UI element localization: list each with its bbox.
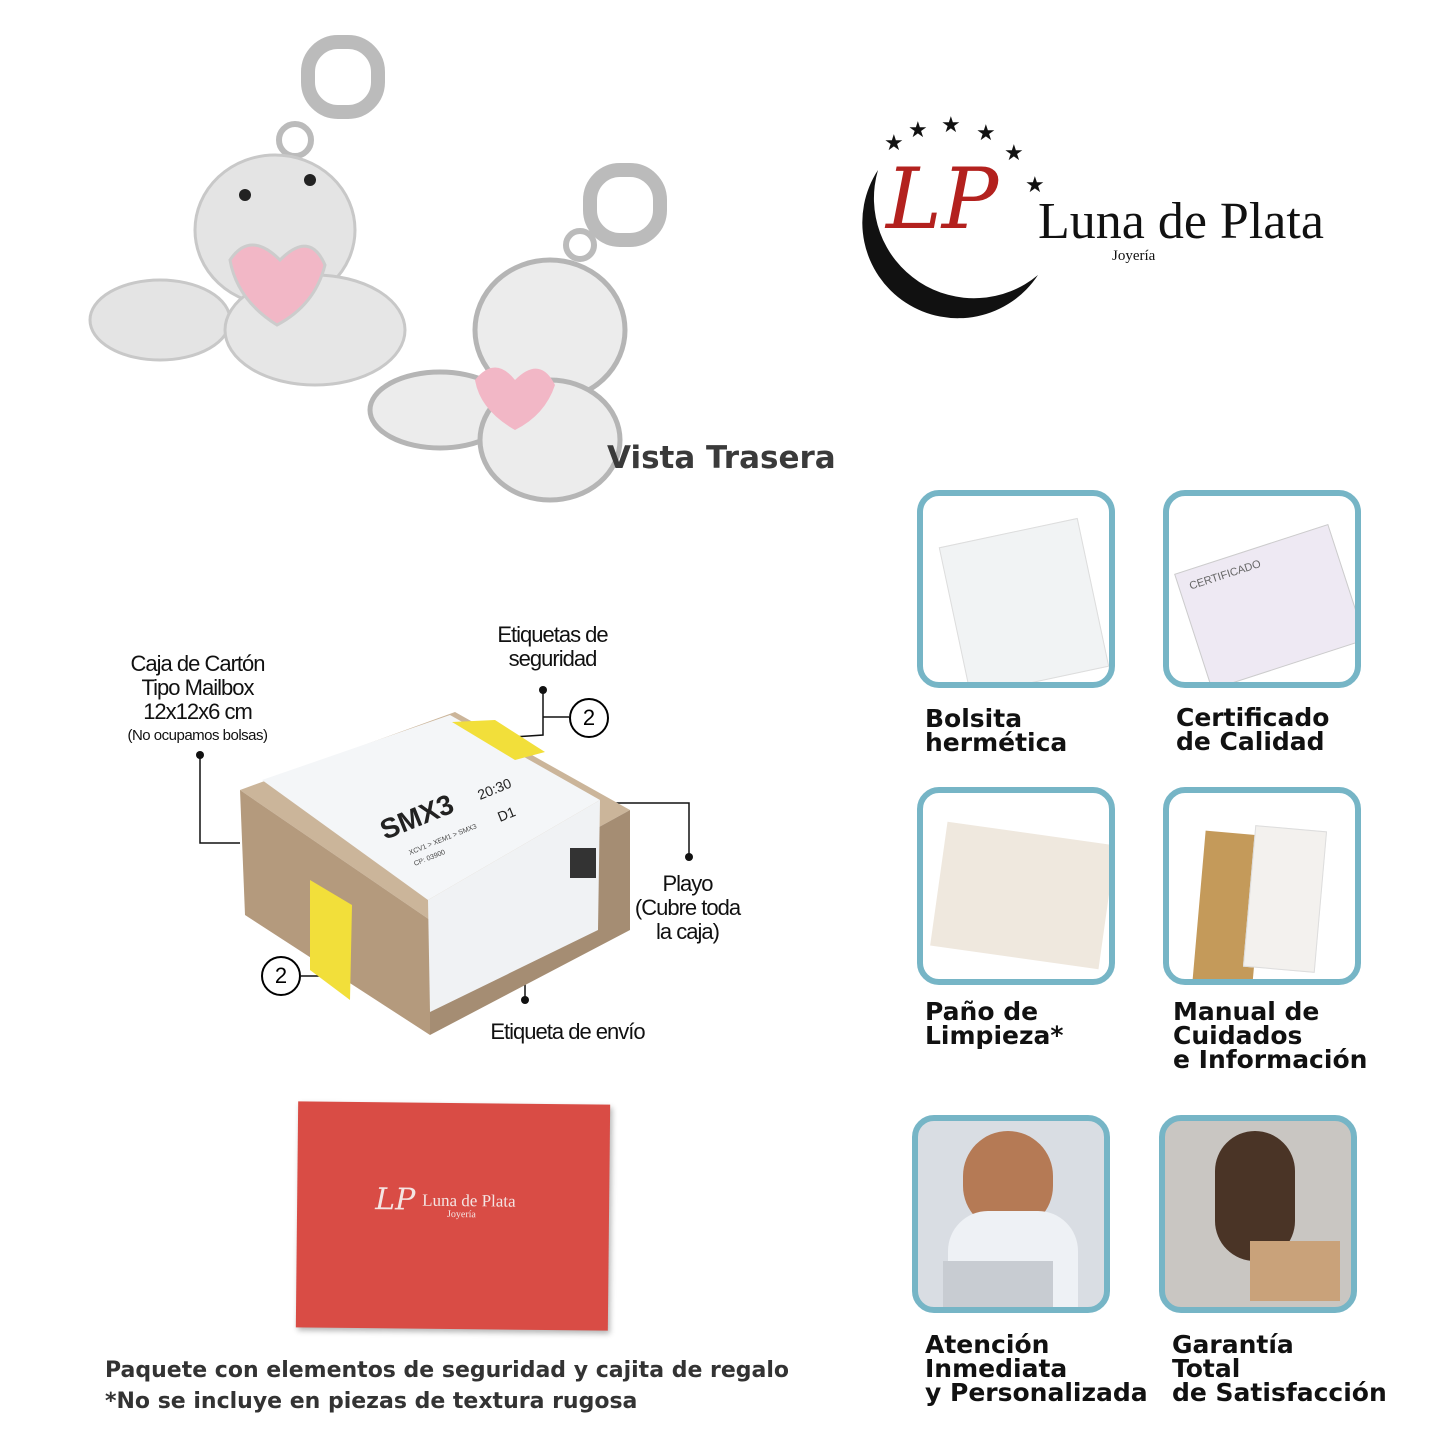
feature-label: Paño de Limpieza* [925, 997, 1064, 1050]
logo-monogram: LP [886, 150, 999, 248]
cloth-icon [930, 821, 1109, 970]
footer-note: *No se incluye en piezas de textura rugo… [105, 1389, 638, 1414]
footer-line: Paquete con elementos de seguridad y caj… [105, 1358, 790, 1383]
feature-label: Atención Inmediata y Personalizada [925, 1330, 1148, 1407]
shipping-label-callout: Etiqueta de envío [490, 1019, 645, 1044]
feature-tile-cloth [917, 787, 1115, 985]
svg-text:★: ★ [1004, 140, 1024, 165]
manual-page [1242, 825, 1328, 973]
wrap-line: Playo [662, 871, 713, 896]
security-count-badge: 2 [569, 698, 609, 738]
wrap-callout: Playo (Cubre toda la caja) [620, 872, 755, 944]
svg-text:★: ★ [884, 130, 904, 155]
security-labels-callout: Etiquetas de seguridad [480, 623, 625, 671]
svg-text:★: ★ [908, 117, 928, 142]
feature-tile-guarantee [1159, 1115, 1357, 1313]
logo-subtitle: Joyería [1112, 248, 1156, 264]
brand-logo: ★★★ ★★★ LP Luna de Plata Joyería [848, 110, 1378, 320]
gift-box-subtitle: Joyería [446, 1208, 476, 1221]
feature-tile-certificate: CERTIFICADO [1163, 490, 1361, 688]
bag-icon [938, 517, 1109, 682]
box-note: (No ocupamos bolsas) [127, 727, 268, 744]
laptop [943, 1261, 1053, 1307]
gift-box-monogram: LP [374, 1182, 416, 1218]
box-label-line: Tipo Mailbox [141, 675, 255, 700]
happy-customer-photo [1215, 1131, 1295, 1261]
feature-label: Manual de Cuidados e Información [1173, 997, 1368, 1074]
box-callout: Caja de Cartón Tipo Mailbox 12x12x6 cm (… [110, 652, 285, 748]
feature-tile-manual [1163, 787, 1361, 985]
feature-label: Bolsita hermética [925, 704, 1068, 757]
security-label-line: Etiquetas de [497, 622, 608, 647]
qr-code-icon [570, 848, 596, 878]
shipping-box-photo: SMX3 20:30 D1 XCV1 > XEM1 > SMX3 CP: 039… [196, 686, 693, 1035]
svg-text:★: ★ [1025, 172, 1045, 197]
security-label-line: seguridad [508, 646, 598, 671]
wrap-line: la caja) [656, 919, 720, 944]
shipping-route: D1 [495, 803, 518, 825]
certificate-title: CERTIFICADO [1187, 558, 1263, 593]
pendant-back [367, 163, 667, 503]
certificate-icon: CERTIFICADO [1174, 523, 1355, 682]
pendant-images [88, 35, 667, 503]
gift-box: LP Luna de Plata Joyería [295, 1101, 611, 1331]
feature-tile-bag [917, 490, 1115, 688]
feature-tile-support [912, 1115, 1110, 1313]
feature-label: Certificado de Calidad [1176, 703, 1330, 756]
feature-label: Garantía Total de Satisfacción [1172, 1330, 1387, 1407]
box-label-line: Caja de Cartón [130, 651, 266, 676]
open-box [1250, 1241, 1340, 1301]
logo-moon-stars-icon: ★★★ ★★★ [862, 112, 1045, 319]
logo-brand: Luna de Plata [1038, 193, 1324, 250]
svg-text:★: ★ [941, 112, 961, 137]
back-view-label: Vista Trasera [607, 440, 836, 476]
pendant-front [88, 35, 407, 387]
svg-text:★: ★ [976, 120, 996, 145]
box-label-line: 12x12x6 cm [143, 699, 253, 724]
wrap-line: (Cubre toda [634, 895, 741, 920]
